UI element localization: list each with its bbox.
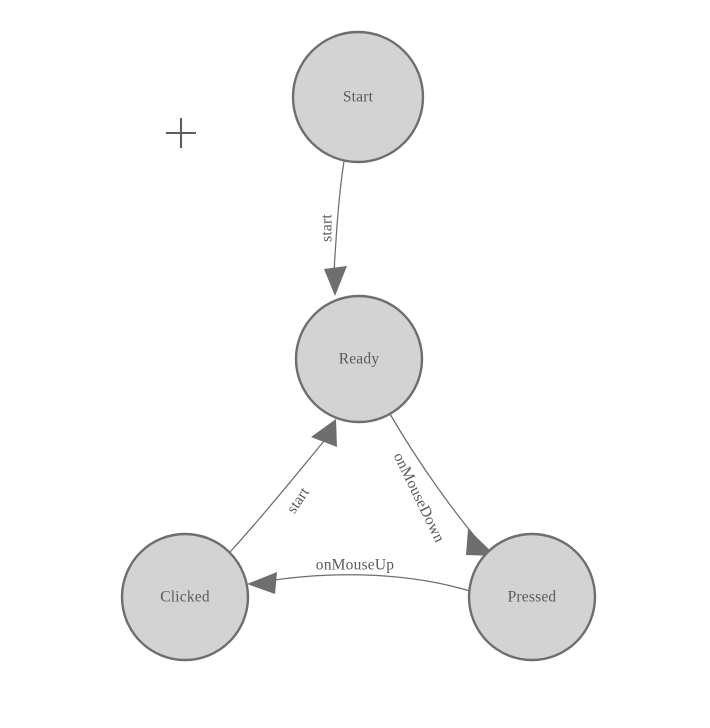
node-pressed-circle[interactable] (467, 532, 597, 662)
edge-pressed-to-clicked-path (261, 574, 471, 592)
node-ready[interactable]: Ready (294, 294, 424, 424)
edge-label-ready-to-pressed: onMouseDown (390, 450, 448, 545)
edge-start-to-ready-arrowhead (324, 266, 347, 296)
node-pressed[interactable]: Pressed (467, 532, 597, 662)
node-start-label: Start (343, 89, 374, 106)
node-clicked-circle[interactable] (120, 532, 250, 662)
edge-pressed-to-clicked-arrowhead (247, 572, 277, 594)
node-start[interactable]: Start (291, 30, 425, 164)
edge-clicked-to-ready-path (229, 440, 325, 553)
node-clicked-label: Clicked (160, 589, 210, 606)
node-start-circle[interactable] (291, 30, 425, 164)
plus-crosshair-icon (166, 118, 196, 148)
edge-clicked-to-ready-arrowhead (311, 419, 337, 447)
edge-pressed-to-clicked[interactable]: onMouseUp (247, 557, 471, 594)
edge-clicked-to-ready[interactable]: start (229, 419, 337, 553)
edge-ready-to-pressed-path (389, 413, 483, 546)
edge-start-to-ready[interactable]: start (319, 160, 347, 296)
edge-label-pressed-to-clicked: onMouseUp (316, 557, 394, 574)
edge-ready-to-pressed[interactable]: onMouseDown (389, 413, 496, 556)
edge-ready-to-pressed-arrowhead (466, 529, 496, 556)
edge-label-start-to-ready: start (319, 214, 336, 242)
edge-label-clicked-to-ready: start (283, 484, 313, 517)
node-ready-circle[interactable] (294, 294, 424, 424)
node-ready-label: Ready (339, 351, 380, 368)
node-pressed-label: Pressed (508, 589, 557, 606)
edge-start-to-ready-path (333, 160, 345, 273)
node-clicked[interactable]: Clicked (120, 532, 250, 662)
